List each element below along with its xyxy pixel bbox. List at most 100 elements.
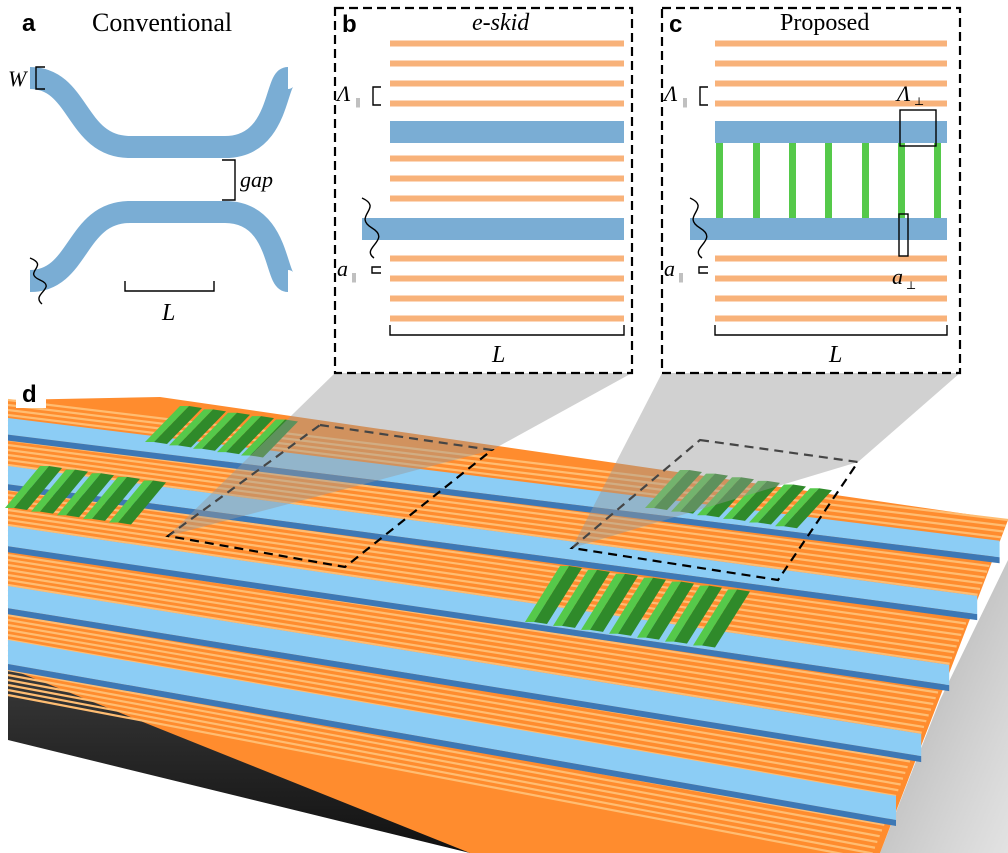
bridge-gap-d [226,416,274,455]
bridge-gap-d [618,577,666,636]
lambda-sub-b: || [356,97,360,108]
stripe-d [7,523,950,665]
a-bracket-b [371,266,381,274]
lambda-label-b: Λ [335,81,351,106]
stripe-d [7,573,927,723]
waveguide-side-d [8,434,1000,564]
stripe-d [7,623,904,780]
waveguide-side-d [8,664,896,826]
bridge-gap-d [590,573,638,632]
panel-a-title: Conventional [92,8,232,37]
lambda-sub-c: || [683,97,687,108]
bridge-gap-d [646,581,694,640]
bridge-d [749,484,793,523]
a-label-b: a [337,256,348,281]
width-label: W [8,66,28,91]
panel-c-frame [660,6,962,375]
panel-a-label: a [22,10,36,37]
bridge-c [898,140,905,220]
bridge-d [665,585,709,642]
stripe-d [7,633,899,792]
bridge-d [169,409,213,446]
bridge-c [825,140,832,220]
stripe-b [390,275,624,282]
input-wave-symbol-b [361,197,380,259]
stripe-d [7,693,844,853]
stripe-d [7,668,883,832]
stripe-b [390,100,624,107]
bridge-gap-d [66,473,114,518]
length-label-b: L [491,342,505,368]
bridge-gap-d [178,409,226,448]
stripe-b [390,295,624,302]
waveguide-d [8,640,896,820]
bridge-d [217,416,261,453]
bridge-c [716,140,723,220]
bridge-c [862,140,869,220]
a-label-c: a [664,256,675,281]
length-bracket-c [714,325,948,336]
length-label-c: L [828,342,842,368]
bridge-gap-d [92,476,140,521]
bridge-d [697,477,741,516]
cast-shadow [880,560,1008,853]
bridge-gap-d [702,589,750,648]
input-wave-symbol-c [689,197,708,259]
bridge-d [57,473,101,516]
stripe-b [390,175,624,182]
stripe-c [715,60,947,67]
a-perp-box [898,213,909,257]
bridge-d [671,473,715,512]
waveguide-side-d [8,484,978,621]
panel-c-proposed: c Proposed Λ || Λ ⊥ a ⊥ a || L [660,6,962,375]
stripe-d [7,518,953,660]
bridge-gap-d [40,469,88,514]
waveguide-top-b [390,121,624,143]
lambda-perp-box [899,109,937,147]
bridge-d [5,466,49,508]
stripe-d [7,613,908,769]
stripe-d [7,618,906,775]
a-sub-b: || [352,272,356,283]
bridge-gap-d [154,406,202,444]
a-bracket-c [698,266,708,274]
bridge-d [581,573,625,630]
stripe-d [7,448,985,579]
bridge-gap-d [758,484,806,525]
bridge-arrays-3d [5,406,832,648]
panel-b-label: b [342,11,357,38]
stripe-d [7,688,873,853]
stripe-c [715,100,947,107]
stripe-d [7,513,955,654]
bridge-d [241,419,285,456]
bridge-d [645,470,689,508]
panel-b-title: e-skid [472,10,530,36]
stripe-b [390,155,624,162]
bridge-d [637,581,681,638]
bridge-d [145,406,189,442]
upper-waveguide [29,67,295,158]
bridge-gap-d [784,488,832,529]
waveguide-top-c [715,121,947,143]
bridge-gap-d [202,412,250,451]
gap-label: gap [240,167,273,192]
stripe-d [7,563,932,711]
bridge-d [525,566,569,622]
bridge-d [723,480,767,519]
panel-d-label: d [22,381,37,408]
gap-bracket [222,159,236,201]
stripe-c [715,80,947,87]
length-bracket [124,281,215,292]
eskid-region-outline [165,423,495,569]
bridge-gap-d [14,466,62,510]
stripe-d [7,568,929,717]
waveguide-bottom-c [690,218,947,240]
panel-c-title: Proposed [780,10,869,36]
lambda-label-c: Λ [662,81,678,106]
panel-c-label: c [669,11,682,38]
stripe-d [7,628,901,786]
bridge-gap-d [732,480,780,521]
stripe-d [7,558,934,706]
waveguide-bottom-b [362,218,624,240]
stripe-d [7,578,925,729]
